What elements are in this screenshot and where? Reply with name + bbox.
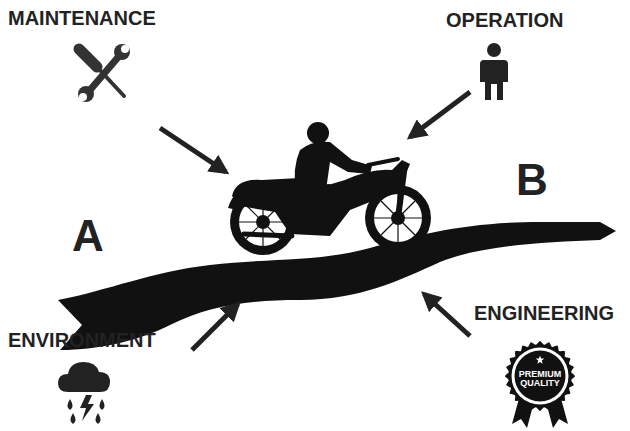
tools-icon (78, 44, 130, 102)
quality-badge: PREMIUM QUALITY (505, 341, 575, 411)
factor-label: ENVIRONMENT (8, 330, 156, 350)
person-icon (480, 43, 508, 100)
badge-text: PREMIUM QUALITY (518, 370, 562, 389)
point-label: A (72, 214, 104, 258)
point-label: B (516, 158, 548, 202)
motorcycle-silhouette (228, 122, 431, 255)
storm-cloud-icon (58, 362, 110, 424)
factor-label: ENGINEERING (474, 303, 614, 323)
influence-arrow (160, 92, 470, 350)
factor-label: MAINTENANCE (8, 8, 156, 28)
factor-label: OPERATION (446, 10, 563, 30)
